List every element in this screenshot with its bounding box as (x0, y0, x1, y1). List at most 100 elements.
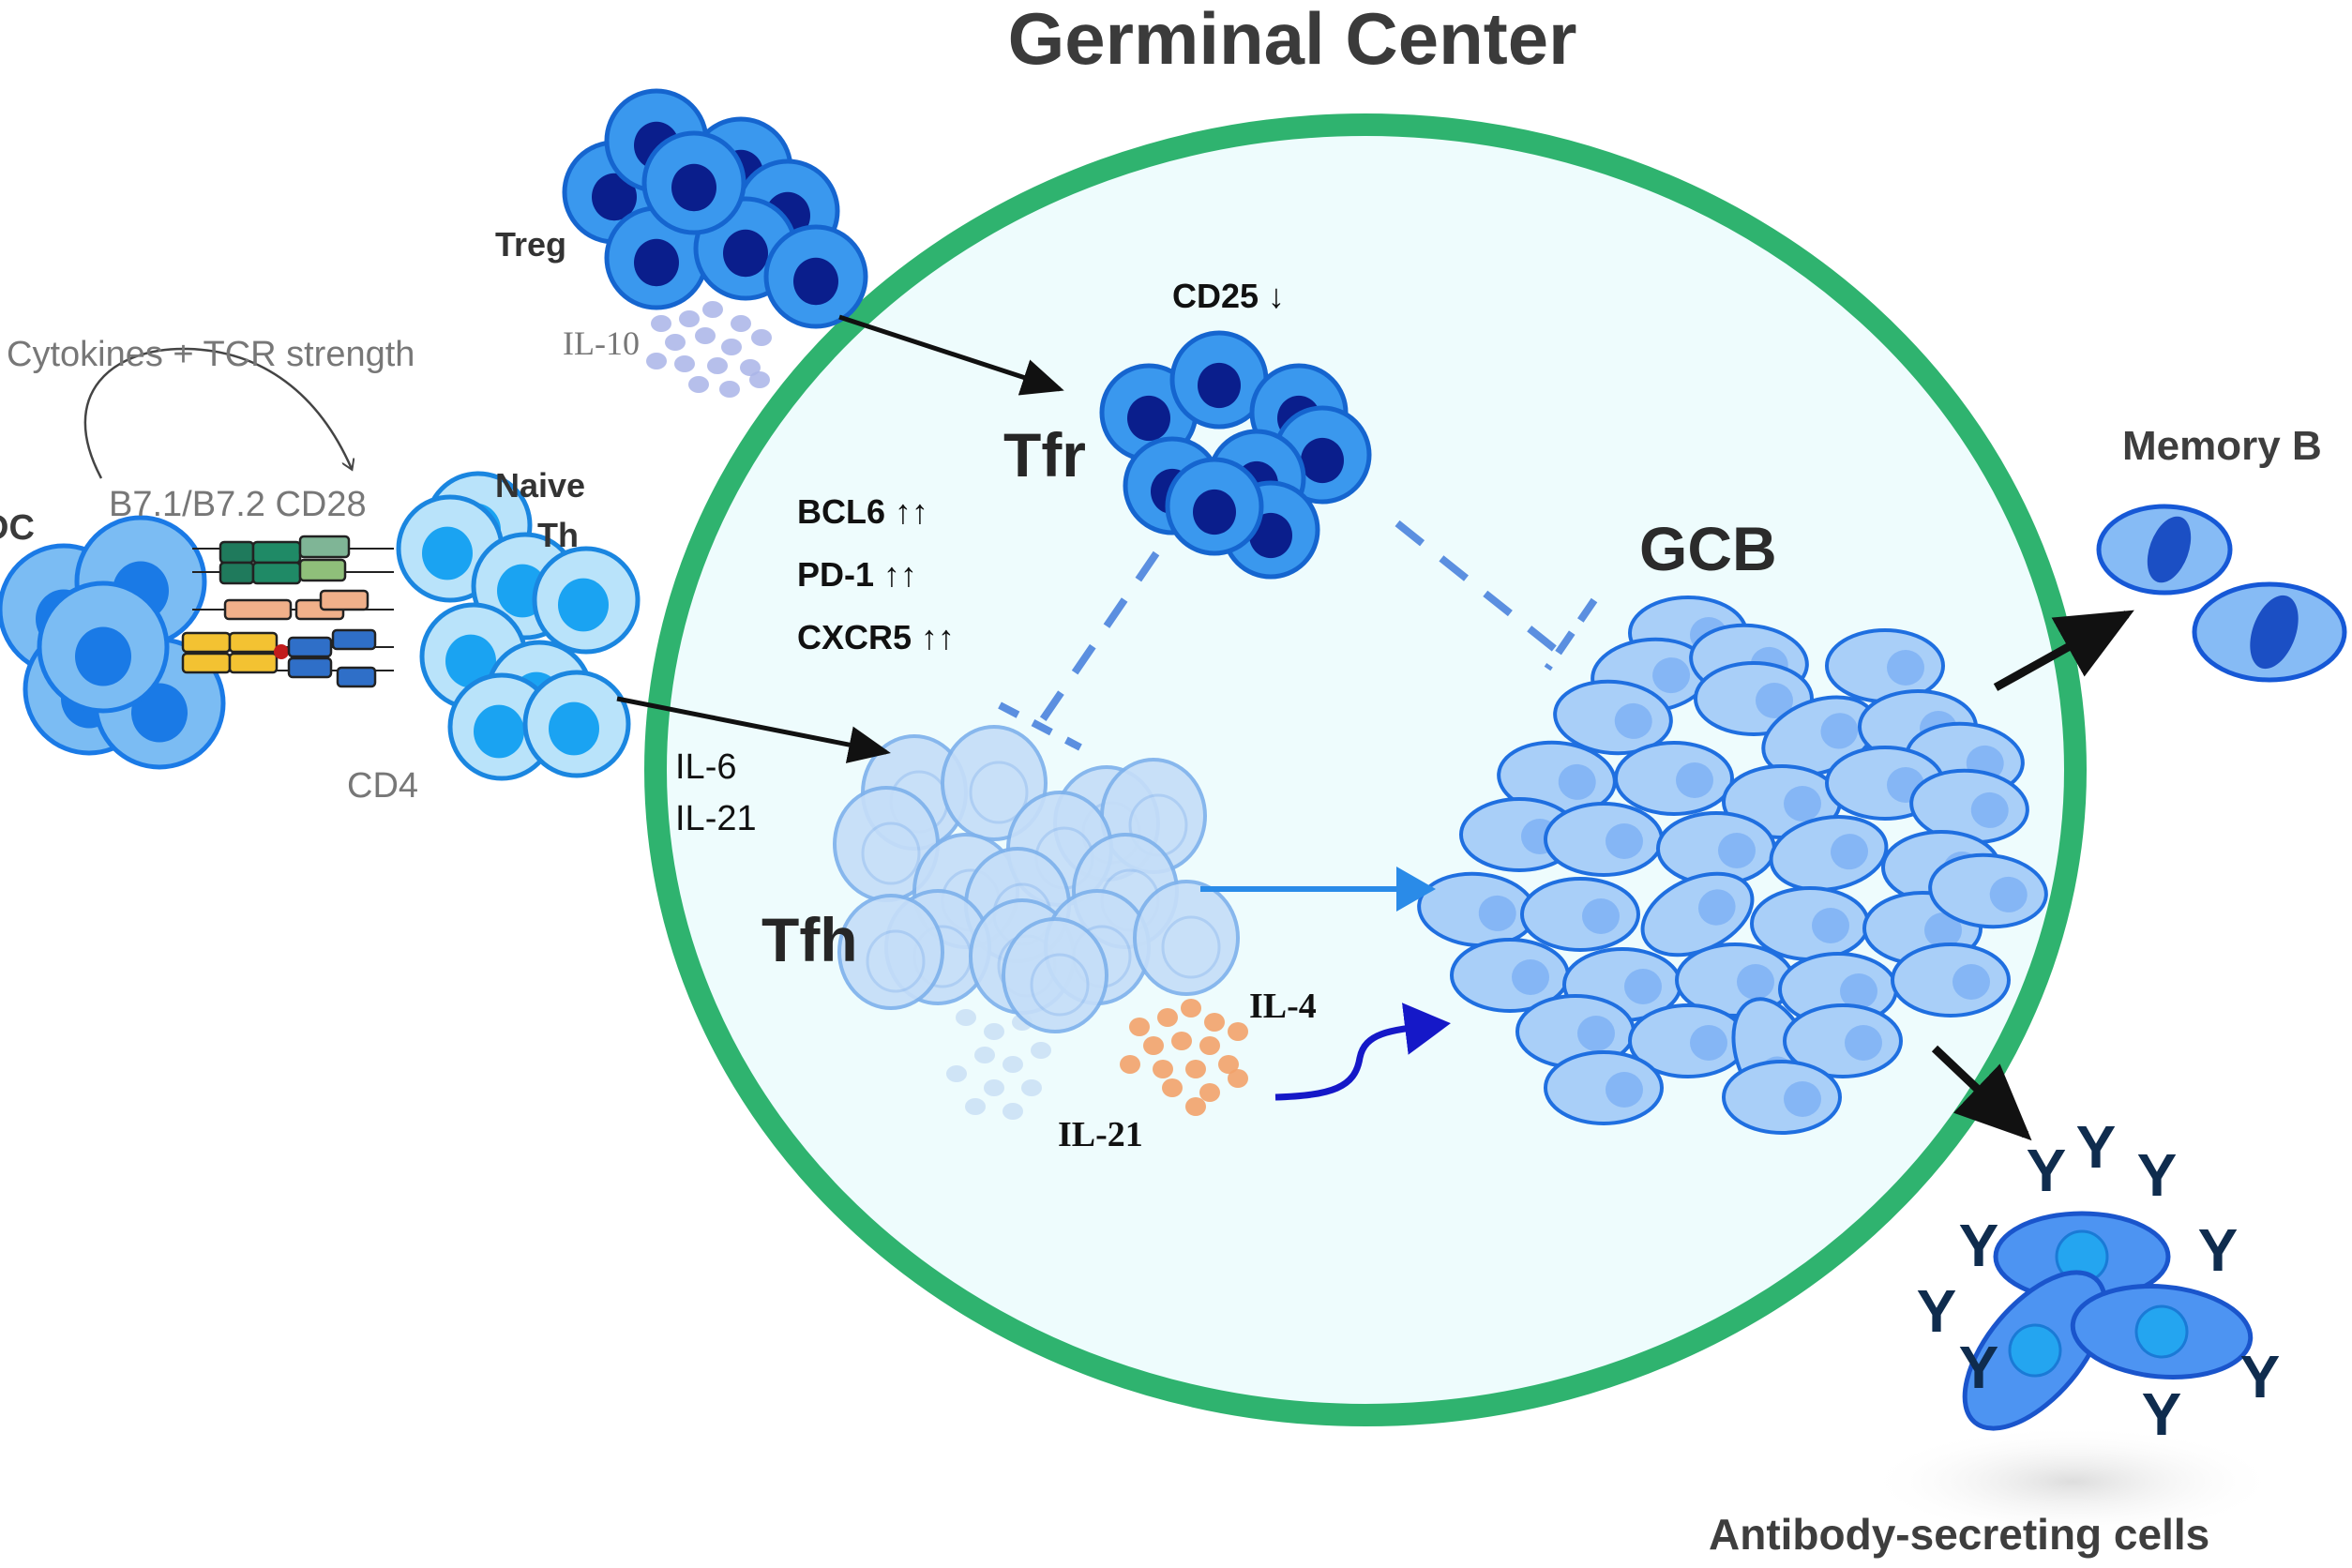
asc-cell-nucleus (2008, 1323, 2062, 1378)
il10-label: IL-10 (563, 324, 640, 362)
il4-label: IL-4 (1249, 987, 1317, 1026)
gcb-cell (1553, 679, 1673, 756)
gcb-cell-nucleus (1756, 683, 1793, 718)
il10-dot (721, 339, 742, 355)
gcb-cell (1769, 815, 1889, 892)
memory-b-cell (2096, 504, 2233, 596)
gcb-label: GCB (1639, 514, 1777, 583)
marker-pd1: PD-1 ↑↑ (797, 555, 917, 594)
gcb-cell-body (1769, 815, 1889, 892)
il21-bottom-label: IL-21 (1058, 1115, 1143, 1154)
treg-cell-nucleus (723, 229, 768, 278)
receptor-block (336, 666, 377, 688)
receptor-block (223, 598, 293, 621)
tfh-cytokine-dot (984, 1023, 1004, 1040)
gcb-cell-body (1544, 802, 1664, 877)
tfr-cell-cluster (1099, 330, 1372, 580)
gcb-cell (1628, 1003, 1748, 1078)
il10-dot (749, 371, 770, 388)
il4-cytokine-dot (1185, 1060, 1206, 1078)
il10-dot (665, 334, 686, 351)
gcb-cell (1722, 1060, 1842, 1135)
gcb-cell-nucleus (1952, 964, 1990, 1000)
receptor-block (251, 561, 302, 585)
gcb-cell-nucleus (1718, 833, 1756, 868)
marker-bcl6: BCL6 ↑↑ (797, 492, 928, 531)
il6-label: IL-6 (675, 747, 736, 787)
gcb-cell-nucleus (1676, 762, 1713, 798)
gcb-cell-nucleus (1697, 889, 1736, 926)
germinal-center-boundary (644, 113, 2087, 1426)
tfh-cytokine-dot (965, 1098, 986, 1115)
il10-dot (740, 359, 761, 376)
il4-cytokine-dot (1185, 1097, 1206, 1116)
treg-cell (641, 130, 746, 235)
il4-cytokine-dots (1120, 999, 1248, 1116)
gcb-cell-body (1750, 886, 1870, 961)
il4-cytokine-dot (1171, 1032, 1192, 1050)
gcb-cell (1928, 852, 2048, 929)
tfh-cell (837, 894, 944, 1010)
gcb-cell-nucleus (1820, 713, 1859, 749)
tfr-label: Tfr (1003, 420, 1086, 490)
tfr-cell-nucleus (1127, 395, 1170, 442)
tfh-cell-nucleus (861, 822, 921, 885)
gcb-cell-nucleus (1512, 959, 1549, 995)
asc-shadow (1866, 1425, 2279, 1538)
gcb-cell-nucleus (1840, 973, 1877, 1009)
antibody-icon: Y (1959, 1334, 1999, 1401)
il10-dot (646, 353, 667, 369)
gcb-cell-cluster (1417, 596, 2048, 1135)
il10-dot (731, 315, 751, 332)
il4-to-gcb-arrow (1274, 1003, 1451, 1101)
gcb-cell (1520, 877, 1640, 952)
tfh-cell-nucleus (1161, 915, 1221, 979)
immune-synapse-receptors (181, 535, 394, 688)
tfh-label: Tfh (761, 905, 858, 974)
gcb-cell (1783, 1003, 1903, 1078)
gcb-cell-nucleus (1478, 895, 1516, 931)
memory-b-cells (2096, 504, 2347, 683)
gcb-cell-nucleus (1624, 969, 1662, 1004)
costim-label: B7.1/B7.2 CD28 (109, 485, 367, 524)
tfh-cytokine-dot (1021, 1079, 1042, 1096)
naive-th-cell-nucleus (445, 634, 496, 688)
il10-cytokine-dots (646, 301, 772, 398)
receptor-block (287, 656, 333, 679)
il4-cytokine-dot (1181, 999, 1201, 1018)
il4-cytokine-dot (1153, 1060, 1173, 1078)
tfh-cytokine-dot (984, 1079, 1004, 1096)
synapse-junction (274, 644, 289, 659)
gcb-cell-nucleus (1606, 823, 1643, 859)
tfh-cell (1133, 880, 1240, 996)
gcb-cell (1656, 811, 1776, 886)
gcb-cell-nucleus (1784, 786, 1821, 822)
cd4-label: CD4 (347, 766, 418, 806)
tfr-cell (1169, 330, 1269, 430)
gcb-cell (1614, 741, 1734, 816)
memory-b-cell-nucleus (2147, 516, 2192, 583)
gcb-cell-nucleus (1558, 763, 1596, 800)
naive-th-label-line2: Th (537, 516, 579, 554)
tfr-inhibits-tfh-line (1037, 550, 1160, 725)
gcb-cell-nucleus (1690, 1025, 1727, 1061)
il10-dot (651, 315, 671, 332)
gcb-cell-nucleus (1652, 657, 1691, 694)
receptor-block (287, 636, 333, 658)
il10-dot (707, 357, 728, 374)
tfh-cytokine-dot (1031, 1042, 1051, 1059)
antibody-icon: Y (2240, 1343, 2281, 1410)
receptor-block (219, 561, 255, 585)
antibody-icon: Y (2142, 1380, 2182, 1448)
cytokines-tcr-label: Cytokines + TCR strength (7, 335, 415, 374)
gcb-cell-nucleus (1614, 702, 1652, 739)
treg-cell-nucleus (592, 173, 637, 221)
gcb-cell-body (1544, 1050, 1664, 1125)
naive-th-cell-cluster (396, 471, 641, 781)
gcb-cell-nucleus (1737, 964, 1774, 1000)
asc-cell-nucleus (2134, 1304, 2189, 1359)
il10-dot (688, 376, 709, 393)
receptor-block (181, 631, 232, 654)
